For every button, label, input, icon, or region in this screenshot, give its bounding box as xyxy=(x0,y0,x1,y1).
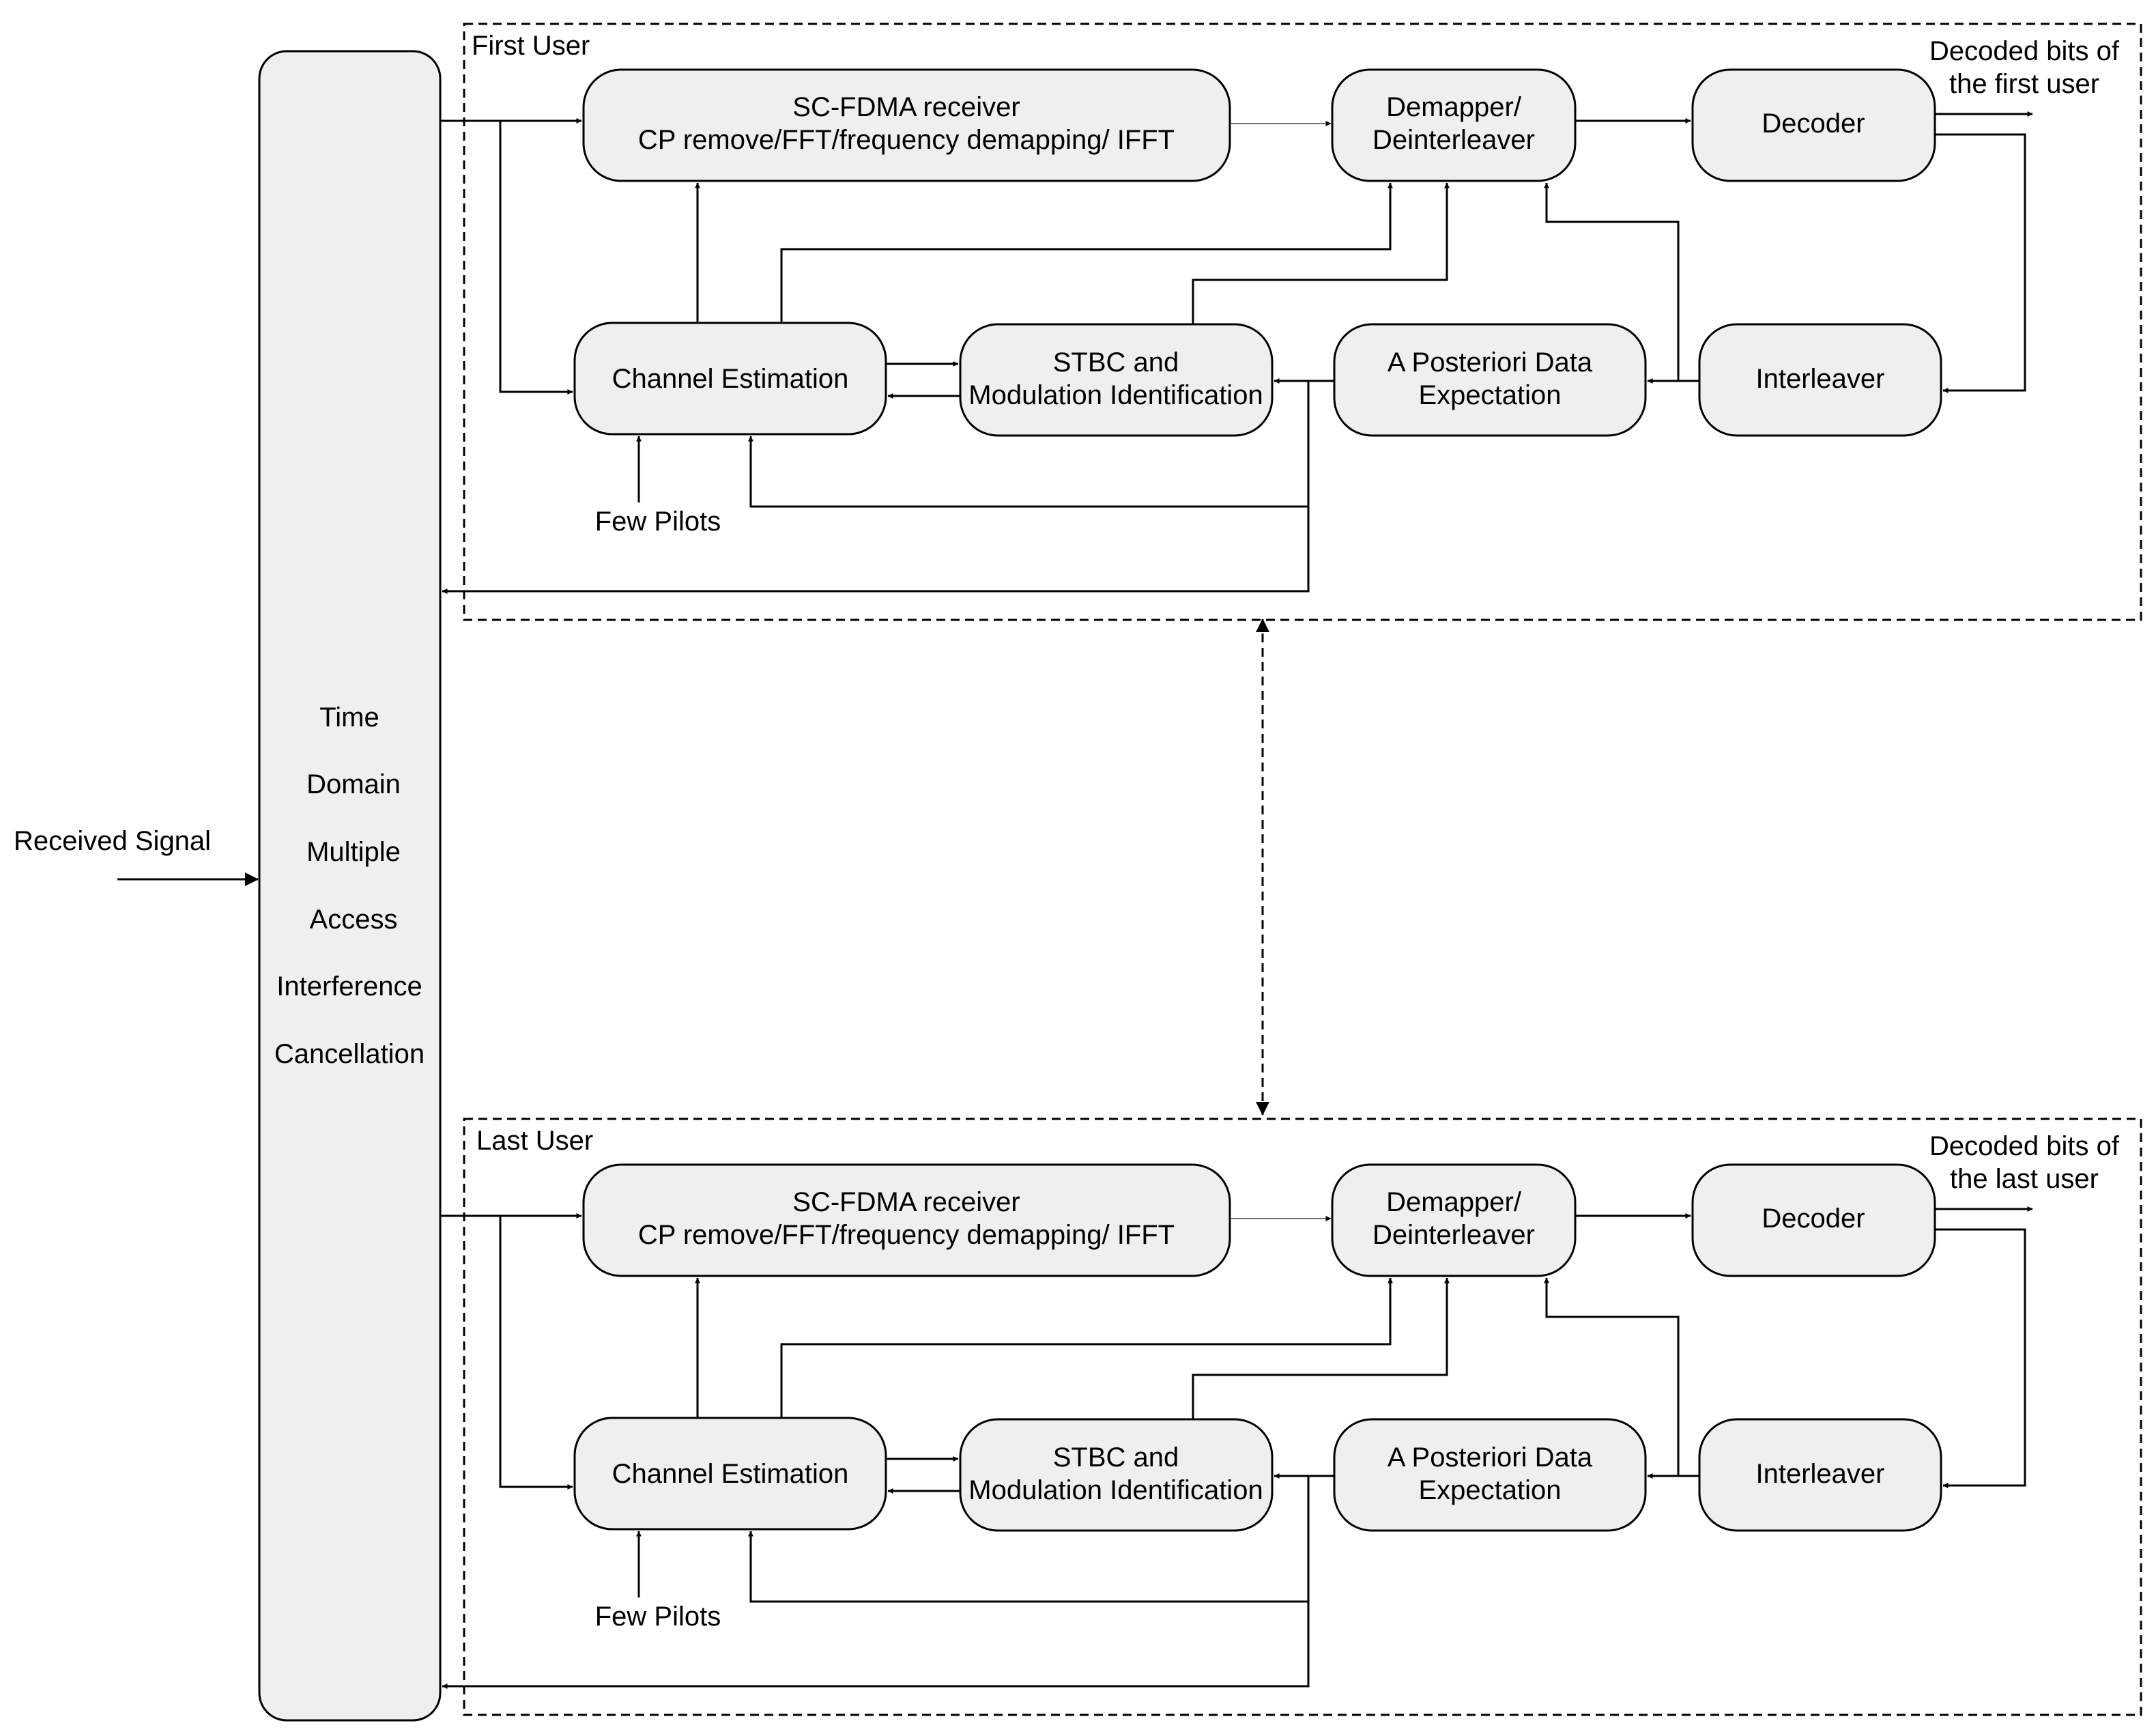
demapper-line-1: Demapper/ xyxy=(1386,1187,1522,1217)
channel-estimation-to-demapper-arrow xyxy=(780,1277,1393,1418)
stbc-line-1: STBC and xyxy=(1053,347,1179,378)
few-pilots-label: Few Pilots xyxy=(595,1602,721,1632)
tdmaic-line-1: Time xyxy=(319,702,379,733)
sc-fdma-receiver-box xyxy=(582,1163,1231,1277)
sc-fdma-receiver-line-1: SC-FDMA receiver xyxy=(792,92,1020,122)
user-title: Last User xyxy=(476,1126,593,1156)
interleaver-label: Interleaver xyxy=(1756,1459,1885,1489)
sc-fdma-receiver-box xyxy=(582,68,1231,182)
demapper-line-1: Demapper/ xyxy=(1386,92,1522,122)
apde-line-2: Expectation xyxy=(1418,380,1561,410)
stbc-modulation-identification: STBC and Modulation Identification xyxy=(959,323,1274,437)
output-label-line-1: Decoded bits of xyxy=(1929,36,2120,66)
stbc-line-1: STBC and xyxy=(1053,1442,1179,1473)
user-title: First User xyxy=(472,31,590,61)
stbc-line-2: Modulation Identification xyxy=(968,380,1263,410)
channel-estimation-box xyxy=(573,1417,887,1531)
demapper-box xyxy=(1331,1163,1577,1277)
tdmaic-line-6: Cancellation xyxy=(274,1039,425,1069)
interleaver: Interleaver xyxy=(1698,323,1942,437)
stbc-box xyxy=(959,1418,1274,1532)
decoder-label: Decoder xyxy=(1762,1204,1865,1234)
stbc-to-demapper-arrow xyxy=(1192,1277,1450,1419)
apde-to-channel-estimation-arrow xyxy=(748,1476,1310,1603)
decoder: Decoder xyxy=(1691,1163,1936,1277)
channel-estimation-label: Channel Estimation xyxy=(612,364,849,394)
tdmaic-line-4: Access xyxy=(310,905,398,935)
received-signal-label: Received Signal xyxy=(14,826,211,856)
stbc-modulation-identification: STBC and Modulation Identification xyxy=(959,1418,1274,1532)
apde-to-channel-estimation-arrow xyxy=(748,381,1310,508)
output-label-line-2: the first user xyxy=(1949,69,2099,99)
a-posteriori-data-expectation: A Posteriori Data Expectation xyxy=(1333,323,1647,437)
tdmaic-line-2: Domain xyxy=(306,769,401,799)
stbc-box xyxy=(959,323,1274,437)
interleaver-label: Interleaver xyxy=(1756,364,1885,394)
channel-estimation-label: Channel Estimation xyxy=(612,1459,849,1489)
decoder: Decoder xyxy=(1691,68,1936,182)
last-user-section: Last User SC-FDMA receiver CP remove/FFT… xyxy=(440,1118,2142,1716)
sc-fdma-receiver-line-1: SC-FDMA receiver xyxy=(792,1187,1020,1217)
interleaver: Interleaver xyxy=(1698,1418,1942,1532)
decoder-to-interleaver-arrow xyxy=(1935,133,2026,393)
demapper-deinterleaver: Demapper/ Deinterleaver xyxy=(1331,1163,1577,1277)
stbc-to-demapper-arrow xyxy=(1192,182,1450,324)
interleaver-to-demapper-arrow xyxy=(1544,182,1680,381)
tdmaic-box xyxy=(258,50,442,1722)
demapper-box xyxy=(1331,68,1577,182)
channel-estimation: Channel Estimation xyxy=(573,1417,887,1531)
input-to-channel-estimation-arrow xyxy=(499,121,573,395)
output-label-line-2: the last user xyxy=(1950,1164,2099,1194)
demapper-line-2: Deinterleaver xyxy=(1372,1220,1535,1250)
sc-fdma-receiver: SC-FDMA receiver CP remove/FFT/frequency… xyxy=(582,68,1231,182)
output-label-line-1: Decoded bits of xyxy=(1929,1131,2120,1161)
demapper-deinterleaver: Demapper/ Deinterleaver xyxy=(1331,68,1577,182)
connectors xyxy=(440,1206,2033,1689)
first-user-section: First User SC-FDMA receiver CP remove/FF… xyxy=(440,23,2142,621)
input-to-channel-estimation-arrow xyxy=(499,1216,573,1490)
apde-to-tdmaic-arrow xyxy=(442,1602,1310,1689)
apde-line-1: A Posteriori Data xyxy=(1388,1442,1593,1473)
decoder-label: Decoder xyxy=(1762,109,1865,139)
user-frame xyxy=(463,1118,2142,1716)
decoder-box xyxy=(1691,68,1936,182)
connectors xyxy=(440,111,2033,594)
tdmaic-block: Time Domain Multiple Access Interference… xyxy=(258,50,442,1722)
tdmaic-line-5: Interference xyxy=(276,971,422,1001)
user-frame xyxy=(463,23,2142,621)
stbc-line-2: Modulation Identification xyxy=(968,1475,1263,1505)
decoder-box xyxy=(1691,1163,1936,1277)
decoder-to-interleaver-arrow xyxy=(1935,1228,2026,1488)
interleaver-to-demapper-arrow xyxy=(1544,1277,1680,1476)
a-posteriori-data-expectation: A Posteriori Data Expectation xyxy=(1333,1418,1647,1532)
tdmaic-line-3: Multiple xyxy=(306,837,401,867)
sc-fdma-receiver: SC-FDMA receiver CP remove/FFT/frequency… xyxy=(582,1163,1231,1277)
channel-estimation-box xyxy=(573,322,887,436)
apde-line-1: A Posteriori Data xyxy=(1388,347,1593,378)
channel-estimation-to-demapper-arrow xyxy=(780,182,1393,323)
few-pilots-label: Few Pilots xyxy=(595,507,721,537)
sc-fdma-receiver-line-2: CP remove/FFT/frequency demapping/ IFFT xyxy=(638,1220,1175,1250)
apde-line-2: Expectation xyxy=(1418,1475,1561,1505)
apde-to-tdmaic-arrow xyxy=(442,507,1310,594)
demapper-line-2: Deinterleaver xyxy=(1372,125,1535,155)
sc-fdma-receiver-line-2: CP remove/FFT/frequency demapping/ IFFT xyxy=(638,125,1175,155)
channel-estimation: Channel Estimation xyxy=(573,322,887,436)
